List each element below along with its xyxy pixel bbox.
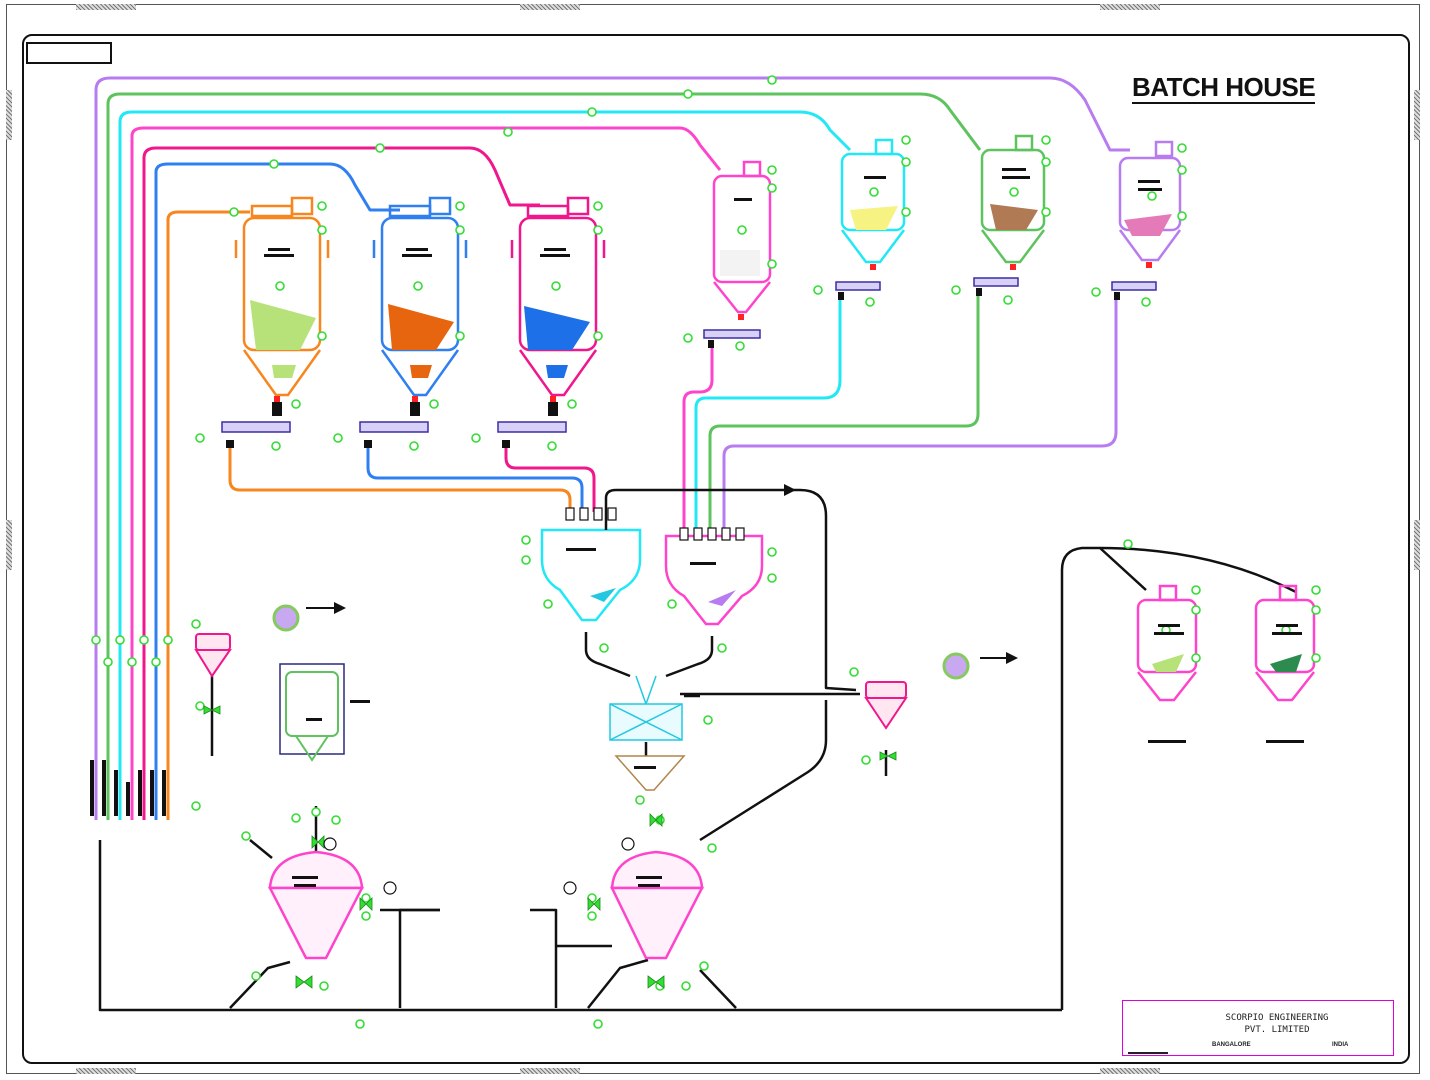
transfer-lines — [228, 296, 1118, 530]
border-hatch — [520, 4, 580, 10]
cyan-supply-line — [118, 110, 852, 820]
conveying-vessel-1 — [267, 850, 365, 960]
pressure-gauges — [323, 837, 635, 895]
conveying-vessel-2 — [610, 850, 705, 960]
magenta-supply-line — [142, 146, 540, 820]
pink-supply-line — [130, 126, 722, 820]
company-city: BANGALORE — [1212, 1042, 1251, 1048]
big-bag-unloader — [279, 663, 345, 762]
screw-conveyors — [221, 277, 1157, 433]
orange-transfer-line — [228, 448, 572, 512]
border-hatch — [6, 90, 12, 140]
silo-calcined-alumina-2 — [372, 196, 468, 397]
purple-transfer-line — [722, 300, 1118, 530]
silo-ball-clay — [840, 138, 906, 264]
rotary-valves — [226, 288, 1120, 448]
drawing-inner-border — [22, 34, 1410, 1064]
border-hatch — [76, 1068, 136, 1074]
cyan-transfer-line — [694, 300, 842, 530]
process-lines — [98, 488, 1297, 1012]
pink-transfer-line — [682, 348, 714, 530]
exhaust-arrows — [306, 484, 1018, 664]
minor-mixer — [664, 534, 764, 626]
company-name-line1: SCORPIO ENGINEERING — [1225, 1013, 1329, 1023]
storage-silo-1 — [1136, 584, 1198, 702]
blue-supply-line — [154, 162, 400, 820]
revision-stamp — [26, 42, 112, 64]
magenta-transfer-line — [504, 448, 596, 512]
storage-silo-2 — [1254, 584, 1316, 702]
manual-valves — [203, 705, 897, 989]
major-mixer — [540, 528, 642, 622]
border-hatch — [520, 1068, 580, 1074]
silo-barium-sulphate — [1118, 140, 1182, 262]
silo-calcined-alumina-3 — [510, 196, 606, 397]
cyclone-2 — [864, 681, 908, 730]
green-transfer-line — [708, 296, 980, 530]
company-country: INDIA — [1332, 1042, 1349, 1048]
discharge-funnel — [614, 755, 686, 791]
cyclone-1 — [194, 633, 232, 678]
silo-talc — [712, 160, 772, 314]
blue-transfer-line — [366, 448, 584, 512]
drawing-title: BATCH HOUSE — [1132, 72, 1316, 104]
border-hatch — [1100, 1068, 1160, 1074]
orange-supply-line — [166, 210, 250, 820]
company-logo — [1128, 1030, 1168, 1054]
border-hatch — [6, 520, 12, 570]
border-hatch — [76, 4, 136, 10]
blower-fans — [272, 604, 970, 680]
green-supply-line — [106, 92, 982, 820]
purple-supply-line — [94, 76, 1130, 820]
border-hatch — [1100, 4, 1160, 10]
border-hatch — [1414, 520, 1420, 570]
equipment-tag-marks — [90, 168, 1304, 887]
weigh-hopper — [609, 675, 683, 741]
company-name-line2: PVT. LIMITED — [1244, 1025, 1310, 1035]
silo-sodium-carbonate — [980, 134, 1046, 264]
silo-calcined-alumina-1 — [234, 196, 330, 397]
indicator-lamps — [91, 75, 1321, 1029]
border-hatch — [1414, 90, 1420, 140]
mixer-inlet-nozzles — [565, 507, 745, 541]
title-block — [1122, 1000, 1394, 1056]
supply-header-lines — [94, 76, 1130, 820]
bin-discharge-valves — [274, 262, 1152, 402]
company-name: SCORPIO ENGINEERING PVT. LIMITED — [1212, 1012, 1342, 1036]
